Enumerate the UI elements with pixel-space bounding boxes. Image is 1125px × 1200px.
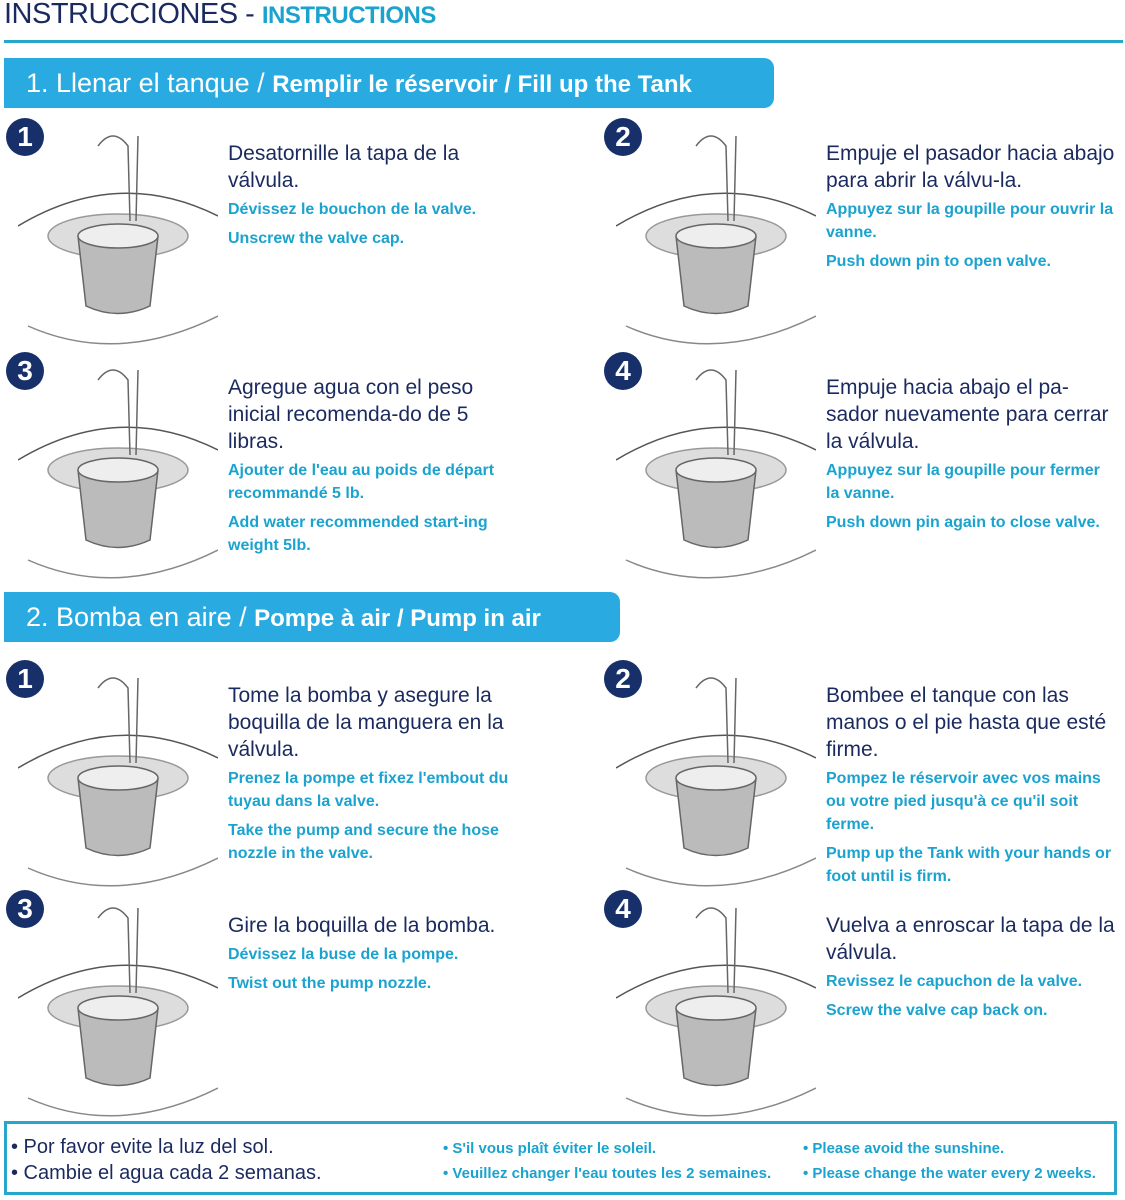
step-section2-2: 2 Bombee el tanque con las manos o el pi… — [602, 660, 1125, 890]
step-number-badge: 1 — [6, 118, 44, 156]
title-es: INSTRUCCIONES — [4, 0, 238, 30]
step-text: Empuje hacia abajo el pa-sador nuevament… — [826, 374, 1116, 540]
step-text-fr: Appuyez sur la goupille pour fermer la v… — [826, 462, 1100, 502]
step-section2-3: 3 Gire la boquilla de la bomba. Dévissez… — [4, 890, 564, 1120]
section1-banner: 1. Llenar el tanque / Remplir le réservo… — [4, 58, 774, 108]
step-number-badge: 3 — [6, 890, 44, 928]
step-number-badge: 4 — [604, 352, 642, 390]
step-text-fr: Revissez le capuchon de la valve. — [826, 973, 1083, 990]
tip-fr-2: • Veuillez changer l'eau toutes les 2 se… — [443, 1165, 772, 1182]
step-text-en: Screw the valve cap back on. — [826, 1002, 1048, 1019]
tip-en-2: • Please change the water every 2 weeks. — [803, 1165, 1096, 1182]
step-text-fr: Ajouter de l'eau au poids de départ reco… — [228, 462, 495, 502]
step-text-fr: Appuyez sur la goupille pour ouvrir la v… — [826, 201, 1114, 241]
step-number-badge: 4 — [604, 890, 642, 928]
title-separator: - — [237, 0, 262, 30]
tip-es-1: • Por favor evite la luz del sol. — [11, 1136, 274, 1158]
title-en: INSTRUCTIONS — [261, 2, 437, 29]
step-text-en: Take the pump and secure the hose nozzle… — [228, 822, 499, 862]
step-text: Desatornille la tapa de la válvula. Dévi… — [228, 140, 518, 256]
step-number-badge: 2 — [604, 118, 642, 156]
step-text-es: Tome la bomba y asegure la boquilla de l… — [228, 684, 504, 761]
step-text-fr: Dévissez le bouchon de la valve. — [228, 201, 477, 218]
step-text-en: Add water recommended start-ing weight 5… — [228, 514, 488, 554]
step-text-en: Push down pin to open valve. — [826, 253, 1051, 270]
step-text: Tome la bomba y asegure la boquilla de l… — [228, 682, 518, 871]
step-text-en: Unscrew the valve cap. — [228, 230, 405, 247]
step-text-fr: Dévissez la buse de la pompe. — [228, 946, 459, 963]
step-text: Bombee el tanque con las manos o el pie … — [826, 682, 1116, 894]
tips-es: • Por favor evite la luz del sol. • Camb… — [11, 1134, 322, 1186]
title-divider — [4, 40, 1123, 43]
step-number-badge: 2 — [604, 660, 642, 698]
step-text-es: Gire la boquilla de la bomba. — [228, 914, 496, 937]
step-text-en: Pump up the Tank with your hands or foot… — [826, 845, 1112, 885]
tips-fr: • S'il vous plaît éviter le soleil. • Ve… — [443, 1136, 771, 1186]
step-number-badge: 1 — [6, 660, 44, 698]
section2-banner: 2. Bomba en aire / Pompe à air / Pump in… — [4, 592, 620, 642]
tips-en: • Please avoid the sunshine. • Please ch… — [803, 1136, 1096, 1186]
step-text: Empuje el pasador hacia abajo para abrir… — [826, 140, 1116, 279]
step-section1-2: 2 Empuje el pasador hacia abajo para abr… — [602, 118, 1125, 348]
step-text: Vuelva a enroscar la tapa de la válvula.… — [826, 912, 1116, 1028]
tip-en-1: • Please avoid the sunshine. — [803, 1140, 1005, 1157]
step-illustration — [615, 668, 817, 888]
step-number-badge: 3 — [6, 352, 44, 390]
step-text-es: Empuje hacia abajo el pa-sador nuevament… — [826, 376, 1109, 453]
step-illustration — [17, 668, 219, 888]
step-text-es: Bombee el tanque con las manos o el pie … — [826, 684, 1107, 761]
step-illustration — [17, 126, 219, 346]
step-section1-1: 1 Desatornille la tapa de la válvula. Dé… — [4, 118, 564, 348]
step-section2-4: 4 Vuelva a enroscar la tapa de la válvul… — [602, 890, 1125, 1120]
tip-fr-1: • S'il vous plaît éviter le soleil. — [443, 1140, 657, 1157]
step-text-es: Agregue agua con el peso inicial recomen… — [228, 376, 474, 453]
step-text-es: Vuelva a enroscar la tapa de la válvula. — [826, 914, 1115, 964]
step-illustration — [615, 898, 817, 1118]
step-text: Gire la boquilla de la bomba. Dévissez l… — [228, 912, 518, 1001]
section2-banner-lead: 2. Bomba en aire / — [26, 602, 255, 632]
step-illustration — [615, 360, 817, 580]
step-section1-3: 3 Agregue agua con el peso inicial recom… — [4, 352, 564, 582]
section1-banner-lead: 1. Llenar el tanque / — [26, 68, 273, 98]
step-illustration — [17, 898, 219, 1118]
step-text-es: Desatornille la tapa de la válvula. — [228, 142, 460, 192]
step-text: Agregue agua con el peso inicial recomen… — [228, 374, 518, 563]
step-text-en: Twist out the pump nozzle. — [228, 975, 432, 992]
step-illustration — [17, 360, 219, 580]
step-illustration — [615, 126, 817, 346]
tips-box: • Por favor evite la luz del sol. • Camb… — [4, 1121, 1117, 1195]
step-text-fr: Prenez la pompe et fixez l'embout du tuy… — [228, 770, 509, 810]
step-section2-1: 1 Tome la bomba y asegure la boquilla de… — [4, 660, 564, 890]
section1-banner-rest: Remplir le réservoir / Fill up the Tank — [272, 71, 692, 98]
page-title: INSTRUCCIONES - INSTRUCTIONS — [4, 0, 436, 31]
step-text-en: Push down pin again to close valve. — [826, 514, 1100, 531]
section2-banner-rest: Pompe à air / Pump in air — [254, 605, 541, 632]
step-text-es: Empuje el pasador hacia abajo para abrir… — [826, 142, 1115, 192]
step-text-fr: Pompez le réservoir avec vos mains ou vo… — [826, 770, 1101, 833]
step-section1-4: 4 Empuje hacia abajo el pa-sador nuevame… — [602, 352, 1125, 582]
tip-es-2: • Cambie el agua cada 2 semanas. — [11, 1162, 322, 1184]
